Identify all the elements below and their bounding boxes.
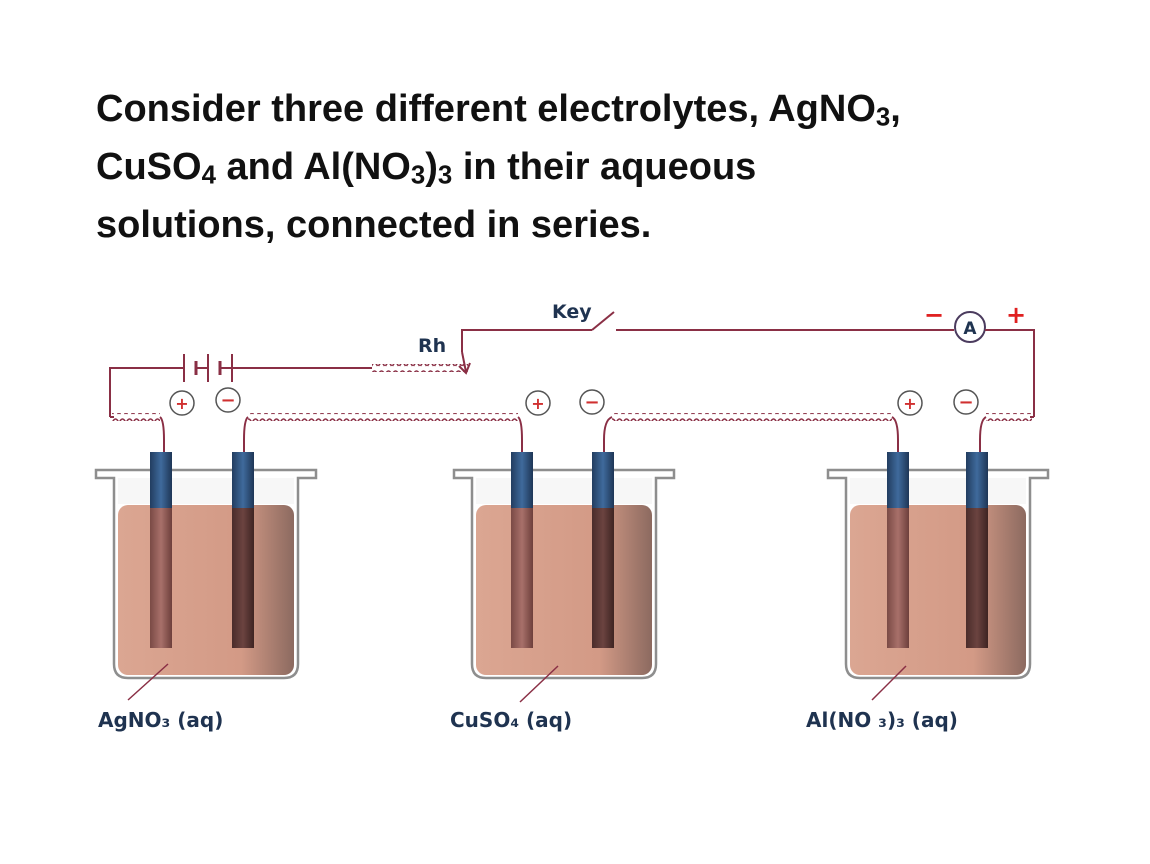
beaker-1 — [94, 452, 318, 701]
right-return-wire — [985, 329, 1035, 417]
cell1-anode-terminal — [169, 390, 195, 416]
left-supply-wire — [109, 367, 184, 417]
ammeter-label: A — [963, 319, 977, 339]
cell2-electrolyte-label: CuSO₄ (aq) — [450, 708, 572, 732]
cell2-anode-terminal — [525, 390, 551, 416]
key-label: Key — [552, 301, 592, 323]
cell1-electrolyte-label: AgNO₃ (aq) — [98, 708, 223, 732]
ammeter-plus-sign: + — [1006, 301, 1026, 329]
right-end-coil — [986, 413, 1032, 421]
cell3-plus-sign: + — [903, 394, 916, 413]
cell2-plus-sign: + — [531, 394, 544, 413]
battery-icon — [183, 354, 233, 382]
question-heading: Consider three different electrolytes, A… — [96, 80, 1096, 254]
rheostat-label: Rh — [418, 335, 446, 357]
left-end-coil — [112, 413, 160, 421]
connecting-wires — [110, 413, 1034, 454]
cell3-anode-terminal — [897, 390, 923, 416]
cell3-electrolyte-label: Al(NO ₃)₃ (aq) — [806, 708, 958, 732]
heading-line-1: Consider three different electrolytes, A… — [96, 88, 901, 132]
terminals — [169, 387, 979, 416]
beaker-3 — [826, 452, 1050, 701]
cell2-minus-sign: − — [584, 392, 599, 413]
cell2-cathode-terminal — [579, 389, 605, 415]
top-circuit — [109, 311, 1035, 417]
cell1-minus-sign: − — [220, 390, 235, 411]
rheostat-key-wire — [461, 329, 592, 352]
cell3-cathode-terminal — [953, 389, 979, 415]
cell1-plus-sign: + — [175, 394, 188, 413]
coil-cell1-cell2 — [248, 413, 518, 421]
beaker-2 — [452, 452, 676, 703]
heading-line-3: solutions, connected in series. — [96, 204, 652, 246]
coil-cell2-cell3 — [612, 413, 892, 421]
rheostat-slider-arrow — [461, 351, 467, 373]
ammeter-minus-sign: − — [924, 301, 944, 329]
heading-line-2: CuSO4 and Al(NO3)3 in their aqueous — [96, 146, 757, 190]
cell1-cathode-terminal — [215, 387, 241, 413]
rheostat-coil — [372, 364, 468, 372]
key-switch — [591, 311, 615, 331]
cell3-minus-sign: − — [958, 392, 973, 413]
ammeter-icon — [954, 311, 986, 343]
